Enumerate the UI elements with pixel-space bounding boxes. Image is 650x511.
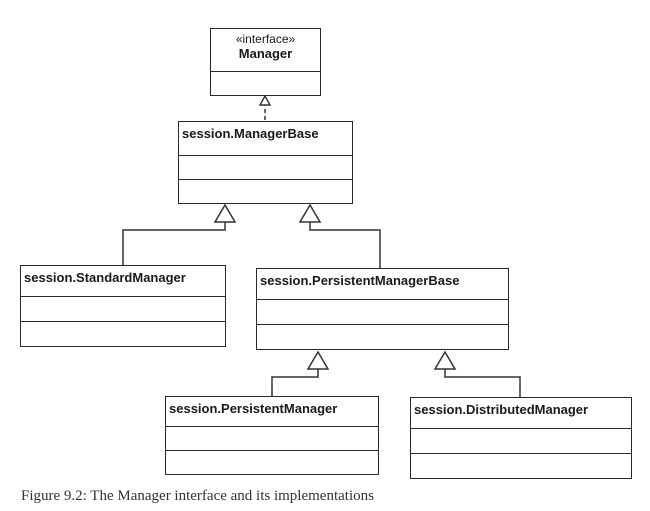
interface-attributes-compartment <box>211 71 320 95</box>
interface-stereotype: «interface» <box>235 32 296 46</box>
class-header: session.StandardManager <box>21 266 225 296</box>
distributed-manager-class-box: session.DistributedManager <box>410 397 632 479</box>
persistent-manager-class-box: session.PersistentManager <box>165 396 379 475</box>
realization-arrowhead <box>258 94 272 106</box>
interface-name: Manager <box>238 46 293 61</box>
attributes-compartment <box>21 296 225 321</box>
generalization-line-standard <box>122 222 226 265</box>
class-name: session.PersistentManagerBase <box>260 273 460 288</box>
generalization-line-persistent-base <box>309 222 381 268</box>
persistent-manager-base-class-box: session.PersistentManagerBase <box>256 268 509 350</box>
class-name: session.PersistentManager <box>169 401 338 416</box>
methods-compartment <box>166 450 378 474</box>
attributes-compartment <box>411 428 631 453</box>
class-name: session.ManagerBase <box>182 126 319 141</box>
class-name: session.StandardManager <box>24 270 186 285</box>
methods-compartment <box>411 453 631 478</box>
standard-manager-class-box: session.StandardManager <box>20 265 226 347</box>
class-header: session.PersistentManager <box>166 397 378 426</box>
class-name: session.DistributedManager <box>414 402 589 417</box>
generalization-line-distributed <box>444 369 521 397</box>
methods-compartment <box>179 179 352 203</box>
attributes-compartment <box>179 155 352 179</box>
manager-base-class-box: session.ManagerBase <box>178 121 353 204</box>
uml-class-diagram: «interface» Manager session.ManagerBase … <box>20 28 632 479</box>
interface-header: «interface» Manager <box>211 29 320 71</box>
methods-compartment <box>21 321 225 346</box>
manager-interface-box: «interface» Manager <box>210 28 321 96</box>
generalization-arrowhead-standard <box>213 203 237 223</box>
generalization-line-persistent <box>271 369 319 396</box>
methods-compartment <box>257 324 508 349</box>
figure-caption: Figure 9.2: The Manager interface and it… <box>21 488 374 504</box>
class-header: session.PersistentManagerBase <box>257 269 508 299</box>
generalization-arrowhead-distributed <box>433 350 457 370</box>
attributes-compartment <box>257 299 508 324</box>
generalization-arrowhead-persistent-base <box>298 203 322 223</box>
generalization-arrowhead-persistent <box>306 350 330 370</box>
class-header: session.ManagerBase <box>179 122 352 155</box>
attributes-compartment <box>166 426 378 450</box>
relationship-lines <box>122 94 521 397</box>
class-header: session.DistributedManager <box>411 398 631 428</box>
